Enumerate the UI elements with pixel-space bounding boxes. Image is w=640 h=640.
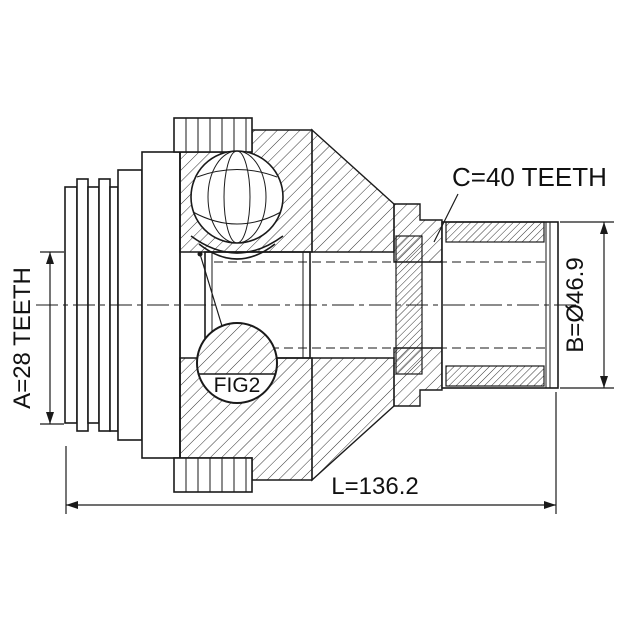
arrowhead — [66, 501, 78, 509]
boot-clamp-band-top — [173, 117, 253, 153]
arrowhead — [600, 376, 608, 388]
clamp-band — [173, 457, 253, 493]
ball-bearing — [190, 150, 284, 260]
bearing-race-arc — [198, 243, 276, 260]
label-c: C=40 TEETH — [433, 162, 607, 243]
arrowhead — [46, 412, 54, 424]
dimension-b: B=Ø46.9 — [560, 221, 614, 389]
bearing-race-arc — [190, 235, 284, 254]
clamp-band — [173, 117, 253, 153]
bearing-ball-circle — [190, 150, 284, 244]
arrowhead — [544, 501, 556, 509]
dimension-label-c: C=40 TEETH — [452, 162, 607, 192]
dimension-label-l: L=136.2 — [331, 473, 418, 500]
dimension-label-b: B=Ø46.9 — [562, 257, 589, 352]
arrowhead — [600, 222, 608, 234]
ball-latitude — [196, 169, 278, 178]
spline-rib — [109, 186, 119, 432]
arrowhead — [46, 252, 54, 264]
fig2-balloon: FIG2 — [196, 251, 278, 404]
housing-cone-top — [311, 128, 395, 253]
figure-label: FIG2 — [214, 374, 261, 397]
shaft-spline-band-bottom — [445, 365, 545, 387]
boot-clamp-band-bottom — [173, 457, 253, 493]
shaft-spline-band-top — [445, 221, 545, 243]
balloon-leader-dot — [197, 251, 203, 257]
ball-meridian — [207, 150, 267, 244]
dimension-a: A=28 TEETH — [9, 251, 64, 425]
balloon-leader-line — [199, 253, 223, 327]
dimension-label-a: A=28 TEETH — [9, 267, 36, 409]
balloon-hatch-segment — [196, 322, 278, 375]
leader-line — [433, 193, 459, 243]
ball-latitude — [192, 211, 282, 225]
dimension-l: L=136.2 — [65, 392, 557, 514]
housing-cone-bottom — [311, 357, 395, 482]
